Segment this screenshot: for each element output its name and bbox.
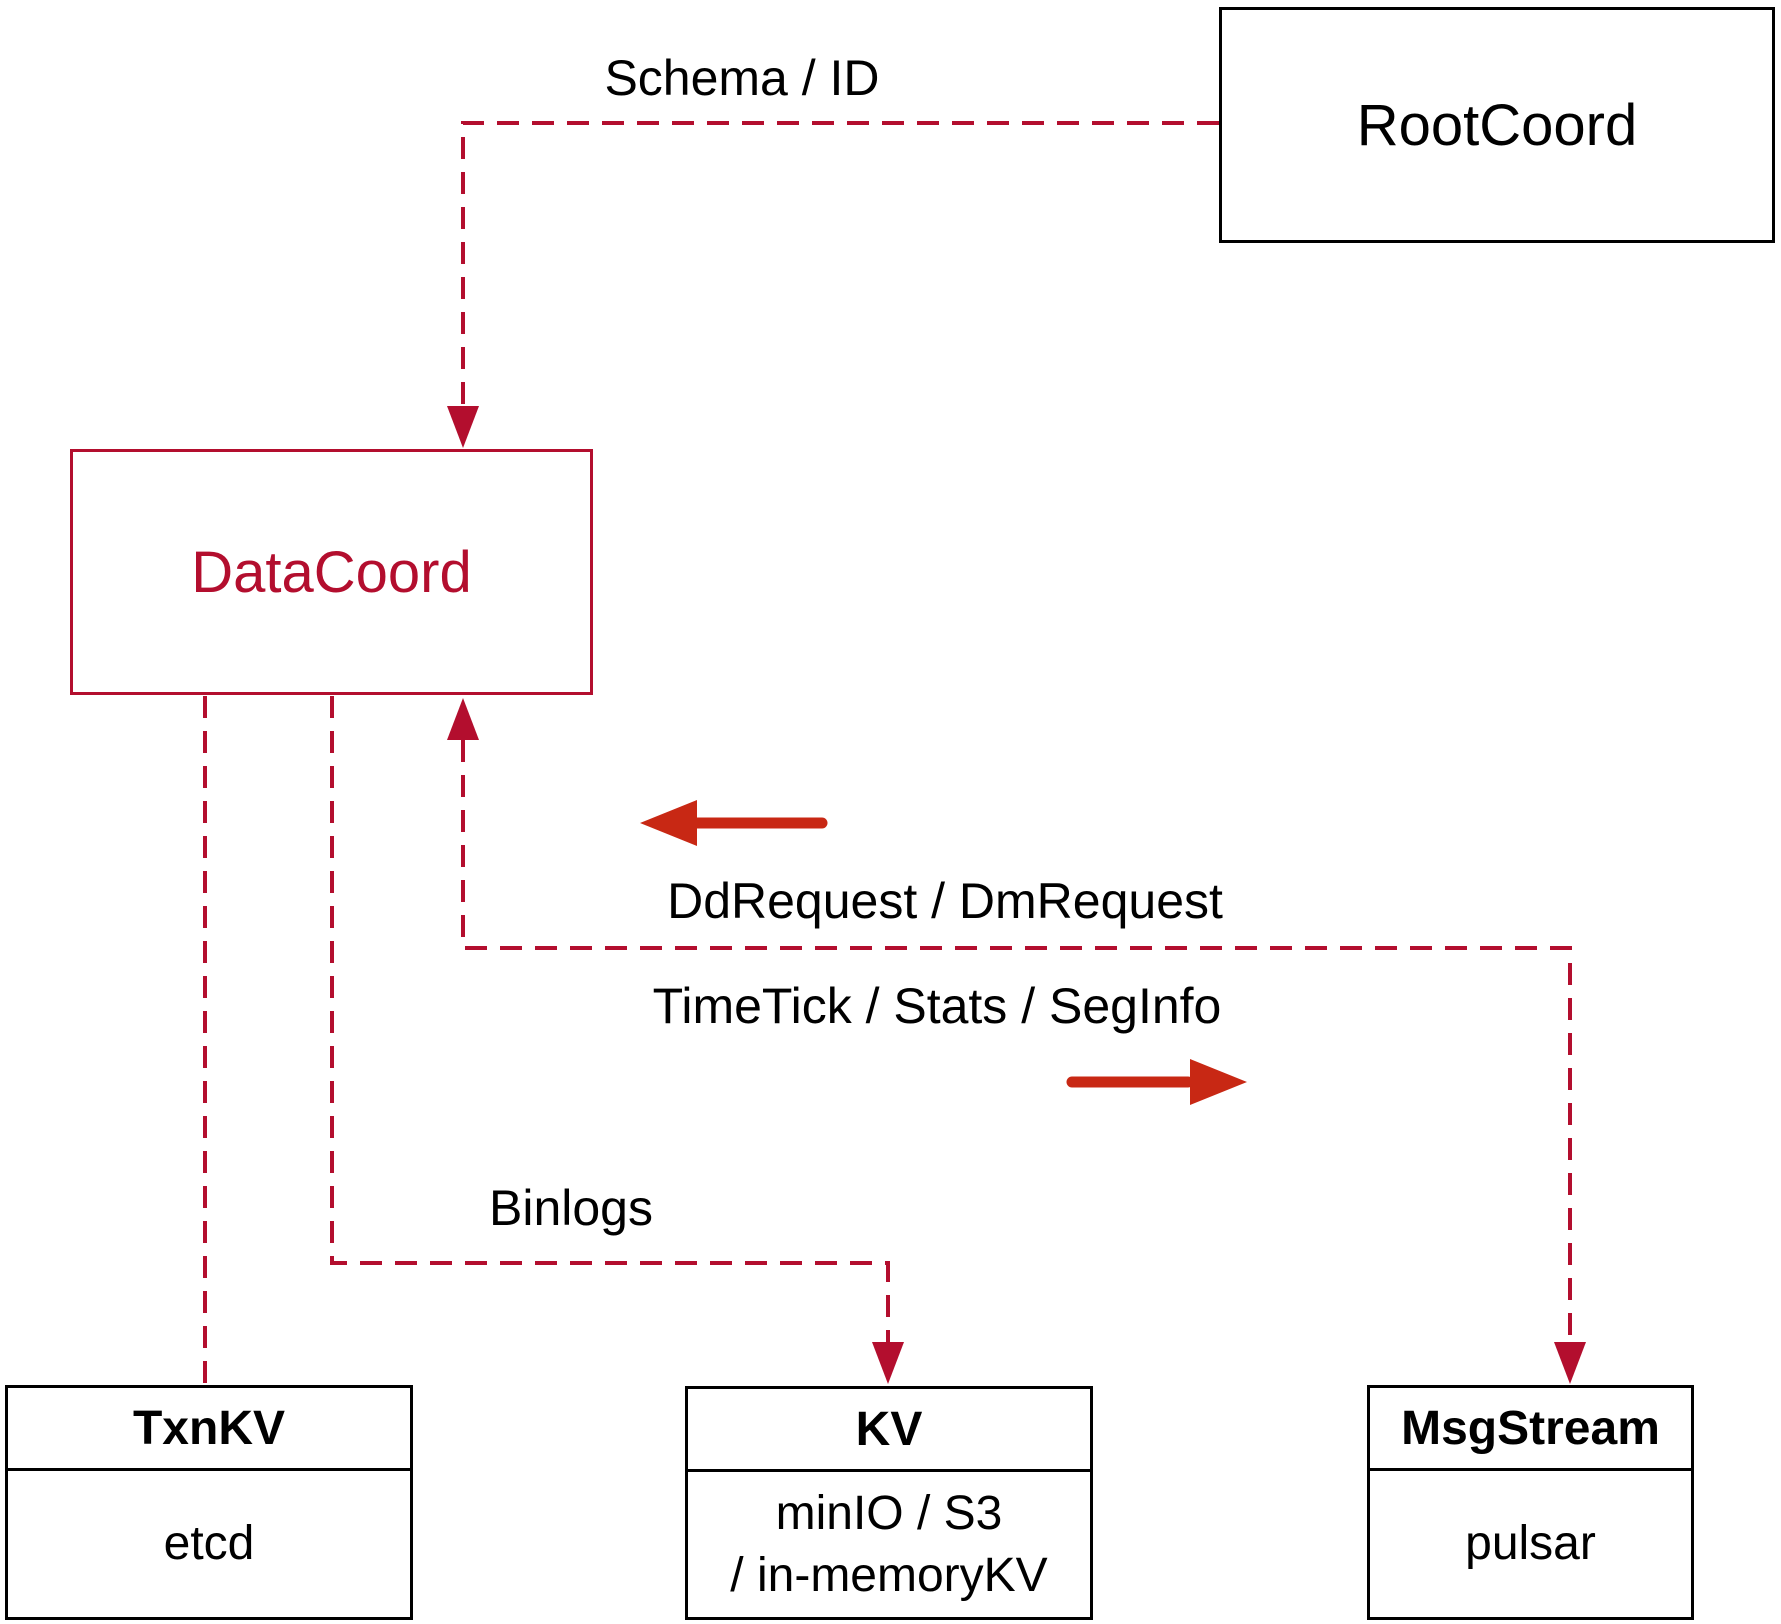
right-direction-arrow-icon <box>1066 1059 1247 1105</box>
binlogs-edge-label: Binlogs <box>489 1180 653 1236</box>
schema-id-arrowhead-icon <box>447 406 479 448</box>
kv-impl-line1: minIO / S3 <box>775 1486 1003 1540</box>
left-direction-arrow-icon <box>640 800 828 846</box>
txnkv-node: TxnKV etcd <box>5 1385 413 1620</box>
kv-node: KV minIO / S3 / in-memoryKV <box>685 1386 1093 1620</box>
timetick-edge-label: TimeTick / Stats / SegInfo <box>652 978 1222 1034</box>
datacoord-label: DataCoord <box>191 539 472 605</box>
msgstream-node: MsgStream pulsar <box>1367 1385 1694 1620</box>
datacoord-up-arrowhead-icon <box>447 698 479 740</box>
msgstream-title: MsgStream <box>1370 1388 1691 1471</box>
rootcoord-node: RootCoord <box>1219 7 1775 243</box>
binlogs-connector <box>330 696 890 1342</box>
kv-impl: minIO / S3 / in-memoryKV <box>688 1472 1090 1617</box>
schema-id-edge-label: Schema / ID <box>604 50 880 106</box>
rootcoord-label: RootCoord <box>1356 92 1638 158</box>
msgstream-down-arrowhead-icon <box>1554 1342 1586 1384</box>
msgstream-impl: pulsar <box>1465 1517 1596 1570</box>
binlogs-arrowhead-icon <box>872 1342 904 1384</box>
kv-impl-line2: / in-memoryKV <box>730 1548 1048 1602</box>
kv-title: KV <box>688 1389 1090 1472</box>
txnkv-impl: etcd <box>163 1517 255 1570</box>
datacoord-node: DataCoord <box>70 449 593 695</box>
ddrequest-edge-label: DdRequest / DmRequest <box>667 873 1223 929</box>
datacoord-msgstream-connector <box>461 740 1572 1342</box>
txnkv-title: TxnKV <box>8 1388 410 1471</box>
schema-id-connector <box>461 121 1219 406</box>
